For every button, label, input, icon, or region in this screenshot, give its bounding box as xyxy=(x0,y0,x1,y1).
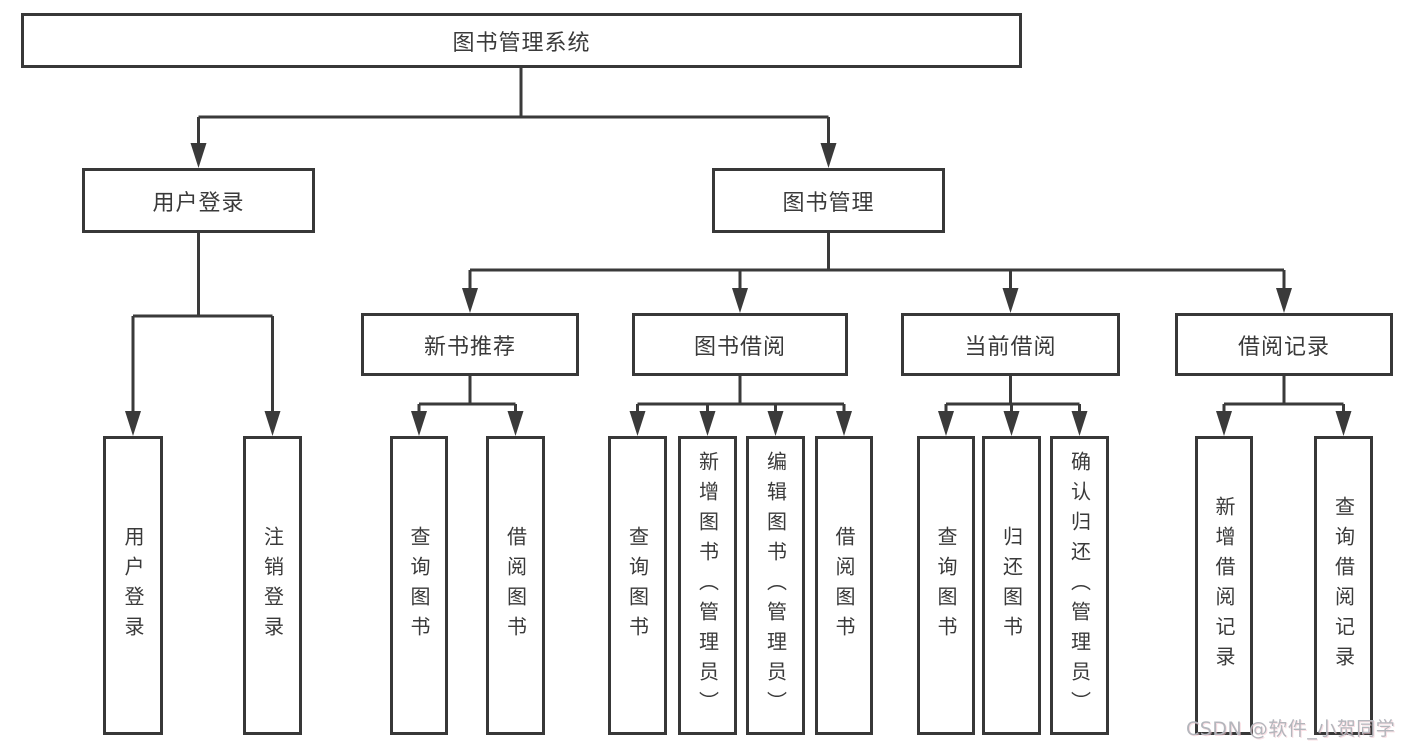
leaf-borrow-book-2: 借阅图书 xyxy=(815,436,873,735)
node-current-borrow: 当前借阅 xyxy=(901,313,1120,376)
node-label: 用户登录 xyxy=(152,190,245,216)
leaf-logout: 注销登录 xyxy=(243,436,302,735)
node-label: 确认归还（管理员） xyxy=(1067,450,1092,721)
leaf-return-book: 归还图书 xyxy=(982,436,1041,735)
node-label: 用户登录 xyxy=(121,525,145,646)
node-label: 借阅图书 xyxy=(832,525,856,646)
node-borrow-records: 借阅记录 xyxy=(1175,313,1393,376)
leaf-query-book-2: 查询图书 xyxy=(608,436,667,735)
node-label: 查询图书 xyxy=(934,525,958,646)
node-label: 图书管理 xyxy=(782,190,875,216)
node-root-system: 图书管理系统 xyxy=(21,13,1022,68)
arrowheads xyxy=(125,143,1352,436)
leaf-add-borrow-record: 新增借阅记录 xyxy=(1195,436,1253,735)
node-label: 编辑图书（管理员） xyxy=(763,450,788,721)
node-label: 图书管理系统 xyxy=(452,30,591,56)
node-label: 新增借阅记录 xyxy=(1212,495,1236,676)
leaf-add-book-admin: 新增图书（管理员） xyxy=(678,436,737,735)
node-label: 借阅图书 xyxy=(503,525,528,646)
node-user-login: 用户登录 xyxy=(82,168,315,233)
leaf-query-borrow-record: 查询借阅记录 xyxy=(1314,436,1373,735)
leaf-confirm-return-admin: 确认归还（管理员） xyxy=(1050,436,1109,735)
leaf-user-login: 用户登录 xyxy=(103,436,163,735)
leaf-edit-book-admin: 编辑图书（管理员） xyxy=(746,436,805,735)
node-new-book-recommend: 新书推荐 xyxy=(361,313,579,376)
node-book-management: 图书管理 xyxy=(712,168,945,233)
node-label: 新增图书（管理员） xyxy=(695,450,720,721)
node-label: 注销登录 xyxy=(260,525,285,646)
node-book-borrow: 图书借阅 xyxy=(632,313,848,376)
leaf-query-book-3: 查询图书 xyxy=(917,436,975,735)
node-label: 当前借阅 xyxy=(964,334,1057,360)
node-label: 归还图书 xyxy=(999,525,1024,646)
node-label: 查询图书 xyxy=(407,525,431,646)
leaf-query-book-1: 查询图书 xyxy=(390,436,448,735)
node-label: 图书借阅 xyxy=(693,334,786,360)
node-label: 借阅记录 xyxy=(1237,334,1330,360)
leaf-borrow-book-1: 借阅图书 xyxy=(486,436,545,735)
node-label: 查询图书 xyxy=(625,525,650,646)
csdn-watermark: CSDN @软件_小贺同学 xyxy=(1186,718,1396,740)
node-label: 查询借阅记录 xyxy=(1331,495,1356,676)
node-label: 新书推荐 xyxy=(423,334,516,360)
